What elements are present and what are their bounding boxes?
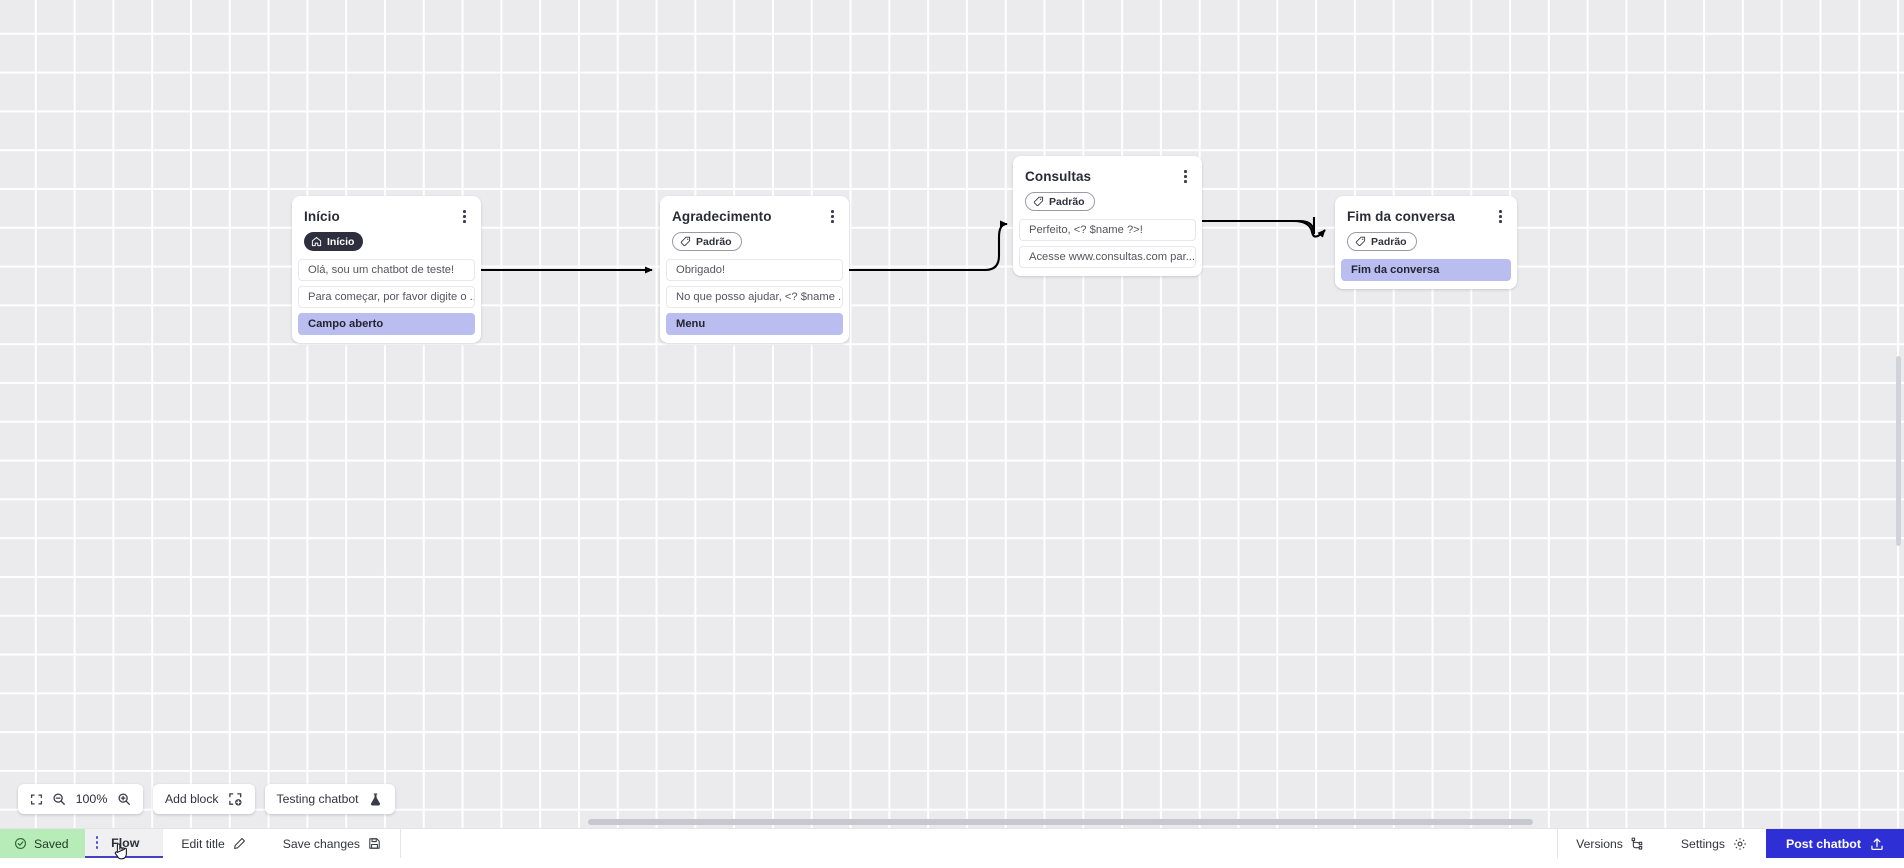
- node-menu-button[interactable]: [1181, 168, 1190, 185]
- message-row[interactable]: Perfeito, <? $name ?>!: [1019, 219, 1196, 241]
- tab-flow[interactable]: Flow: [85, 829, 164, 858]
- zoom-in-icon[interactable]: [117, 792, 131, 806]
- canvas-toolbar: 100% Add block Testing chatbot: [18, 784, 395, 814]
- vertical-scrollbar[interactable]: [1896, 356, 1901, 546]
- node-consultas[interactable]: Consultas Padrão Perfeito, <? $name ?>! …: [1013, 156, 1202, 276]
- node-messages: Fim da conversa: [1335, 259, 1517, 281]
- pencil-icon: [233, 837, 246, 850]
- post-chatbot-button[interactable]: Post chatbot: [1766, 829, 1904, 858]
- gear-icon: [1733, 837, 1747, 851]
- add-block-icon: [228, 792, 243, 807]
- node-header: Consultas: [1013, 156, 1202, 185]
- message-row[interactable]: Olá, sou um chatbot de teste!: [298, 259, 475, 281]
- bottom-bar: Saved Flow Edit title Save changes: [0, 828, 1904, 858]
- tag-icon: [1355, 236, 1366, 247]
- zoom-out-icon[interactable]: [52, 792, 66, 806]
- node-badge-row: Início: [292, 225, 481, 259]
- settings-button[interactable]: Settings: [1663, 829, 1766, 858]
- edge-agradecimento-to-consultas: [848, 224, 1007, 270]
- node-messages: Obrigado! No que posso ajudar, <? $name …: [660, 259, 849, 335]
- node-header: Fim da conversa: [1335, 196, 1517, 225]
- zoom-controls: 100%: [18, 784, 143, 814]
- node-badge-padrao[interactable]: Padrão: [1347, 232, 1417, 251]
- post-chatbot-label: Post chatbot: [1786, 837, 1861, 851]
- node-header: Início: [292, 196, 481, 225]
- node-badge-padrao[interactable]: Padrão: [672, 232, 742, 251]
- saved-label: Saved: [34, 837, 69, 851]
- message-row[interactable]: No que posso ajudar, <? $name ...: [666, 286, 843, 308]
- node-messages: Perfeito, <? $name ?>! Acesse www.consul…: [1013, 219, 1202, 268]
- edit-title-label: Edit title: [181, 837, 224, 851]
- horizontal-scrollbar[interactable]: [588, 819, 1533, 825]
- add-block-button[interactable]: Add block: [153, 784, 255, 814]
- bottom-bar-left: Saved Flow Edit title Save changes: [0, 829, 401, 858]
- fit-screen-icon[interactable]: [30, 793, 43, 806]
- node-menu-button[interactable]: [460, 208, 469, 225]
- node-messages: Olá, sou um chatbot de teste! Para começ…: [292, 259, 481, 335]
- edit-title-button[interactable]: Edit title: [163, 829, 264, 858]
- message-row[interactable]: Acesse www.consultas.com par...: [1019, 246, 1196, 268]
- node-title: Consultas: [1025, 168, 1091, 185]
- node-header: Agradecimento: [660, 196, 849, 225]
- message-row[interactable]: Para começar, por favor digite o ...: [298, 286, 475, 308]
- save-changes-button[interactable]: Save changes: [265, 829, 400, 858]
- upload-icon: [1870, 837, 1884, 851]
- node-badge-label: Padrão: [696, 236, 732, 248]
- flask-icon: [368, 792, 383, 807]
- divider: [400, 829, 401, 858]
- node-badge-row: Padrão: [660, 225, 849, 259]
- versions-button[interactable]: Versions: [1558, 829, 1663, 858]
- branch-icon: [1631, 837, 1644, 850]
- message-row-accent[interactable]: Fim da conversa: [1341, 259, 1511, 281]
- tag-icon: [1033, 196, 1044, 207]
- node-agradecimento[interactable]: Agradecimento Padrão Obrigado! No que po…: [660, 196, 849, 343]
- message-row-accent[interactable]: Campo aberto: [298, 313, 475, 335]
- zoom-level-value: 100%: [75, 792, 108, 806]
- node-title: Início: [304, 208, 340, 225]
- node-badge-padrao[interactable]: Padrão: [1025, 192, 1095, 211]
- tab-flow-label: Flow: [111, 836, 139, 850]
- check-circle-icon: [14, 837, 27, 850]
- node-title: Agradecimento: [672, 208, 772, 225]
- node-title: Fim da conversa: [1347, 208, 1455, 225]
- settings-label: Settings: [1681, 837, 1725, 851]
- node-badge-label: Início: [327, 236, 354, 248]
- flow-tab-menu-icon[interactable]: [93, 834, 102, 851]
- node-badge-row: Padrão: [1013, 185, 1202, 219]
- message-row-accent[interactable]: Menu: [666, 313, 843, 335]
- save-changes-label: Save changes: [283, 837, 360, 851]
- versions-label: Versions: [1576, 837, 1623, 851]
- node-fim-da-conversa[interactable]: Fim da conversa Padrão Fim da conversa: [1335, 196, 1517, 289]
- testing-chatbot-button[interactable]: Testing chatbot: [265, 784, 395, 814]
- node-badge-inicio[interactable]: Início: [304, 232, 363, 251]
- bottom-bar-right: Versions Settings Post chatbot: [1557, 829, 1904, 858]
- node-badge-row: Padrão: [1335, 225, 1517, 259]
- testing-chatbot-label: Testing chatbot: [277, 792, 359, 806]
- node-inicio[interactable]: Início Início Olá, sou um chatbot de tes…: [292, 196, 481, 343]
- node-menu-button[interactable]: [828, 208, 837, 225]
- edge-consultas-to-fim-curve: [1202, 221, 1325, 237]
- node-badge-label: Padrão: [1371, 236, 1407, 248]
- add-block-label: Add block: [165, 792, 219, 806]
- message-row[interactable]: Obrigado!: [666, 259, 843, 281]
- home-icon: [311, 236, 322, 247]
- node-badge-label: Padrão: [1049, 196, 1085, 208]
- node-menu-button[interactable]: [1496, 208, 1505, 225]
- status-badge-saved: Saved: [0, 829, 85, 858]
- floppy-icon: [368, 837, 381, 850]
- tag-icon: [680, 236, 691, 247]
- edge-consultas-to-fim: [1202, 217, 1314, 234]
